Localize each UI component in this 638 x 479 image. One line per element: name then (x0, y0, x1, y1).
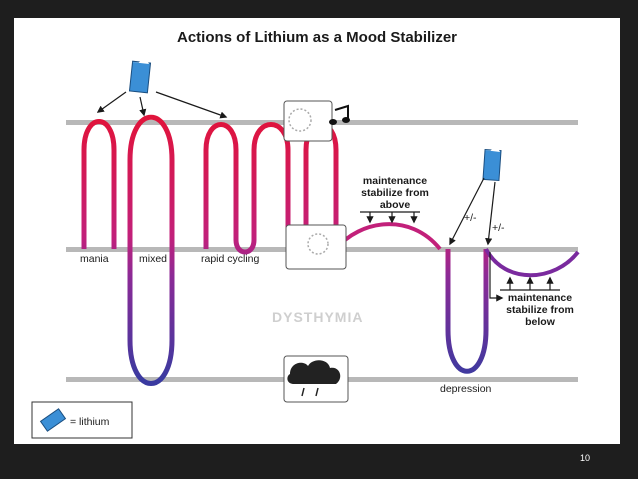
legend-label: = lithium (70, 416, 110, 428)
arrow-to-rapid-cycling (155, 91, 228, 119)
stabilize-above-arrows (360, 211, 420, 224)
mixed-wave (127, 115, 175, 386)
label-depression: depression (440, 383, 492, 395)
stabilize-below-line3: below (525, 316, 556, 328)
label-rapid-cycling: rapid cycling (201, 253, 260, 265)
sad-cloud-icon (283, 355, 349, 403)
legend-lithium-icon (39, 408, 67, 432)
stabilized-below-wave (484, 248, 580, 278)
mania-wave (81, 119, 117, 249)
arrow-to-mania (96, 91, 127, 113)
stabilize-above-line2: stabilize from (361, 187, 429, 199)
label-dysthymia: DYSTHYMIA (272, 309, 363, 325)
stabilize-above-line1: maintenance (363, 175, 427, 187)
slide-title: Actions of Lithium as a Mood Stabilizer (177, 29, 457, 46)
receptor-box-middle (285, 224, 347, 270)
arrow-to-depression (449, 177, 485, 246)
stabilize-below-arrows (489, 252, 560, 302)
lithium-pill-icon (128, 57, 152, 94)
legend-box: = lithium (31, 401, 133, 439)
stabilize-above-line3: above (380, 199, 411, 211)
arrow-to-mixed (139, 96, 147, 117)
music-note-icon (329, 104, 350, 125)
stabilize-below-line2: stabilize from (506, 304, 574, 316)
arrow-to-below (485, 181, 496, 246)
label-mania: mania (80, 253, 109, 265)
receptor-dots-icon (283, 100, 333, 142)
page-number: 10 (580, 453, 590, 463)
receptor-dots-middle-icon (307, 233, 329, 255)
plus-minus-left: +/- (464, 212, 477, 224)
label-mixed: mixed (139, 253, 167, 265)
plus-minus-right: +/- (492, 222, 505, 234)
stabilize-below-line1: maintenance (508, 292, 572, 304)
lithium-pill-right-icon (482, 145, 502, 182)
depression-wave (445, 249, 489, 374)
